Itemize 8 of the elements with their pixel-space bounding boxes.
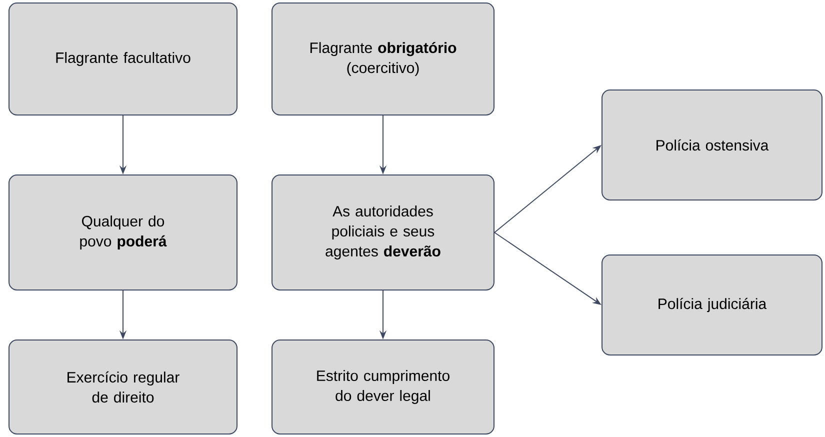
process-box: Exercício regular de direito <box>8 340 238 434</box>
process-box: Polícia judiciária <box>602 254 822 356</box>
process-box: Flagrante facultativo <box>8 2 238 116</box>
process-box: As autoridades policiais e seus agentes deverão <box>272 174 494 290</box>
process-box: Qualquer do povo poderá <box>8 174 238 290</box>
process-box: Flagrante obrigatório (coercitivo) <box>272 2 494 116</box>
process-box: Estrito cumprimento do dever legal <box>272 340 494 434</box>
process-box: Polícia ostensiva <box>602 90 822 200</box>
